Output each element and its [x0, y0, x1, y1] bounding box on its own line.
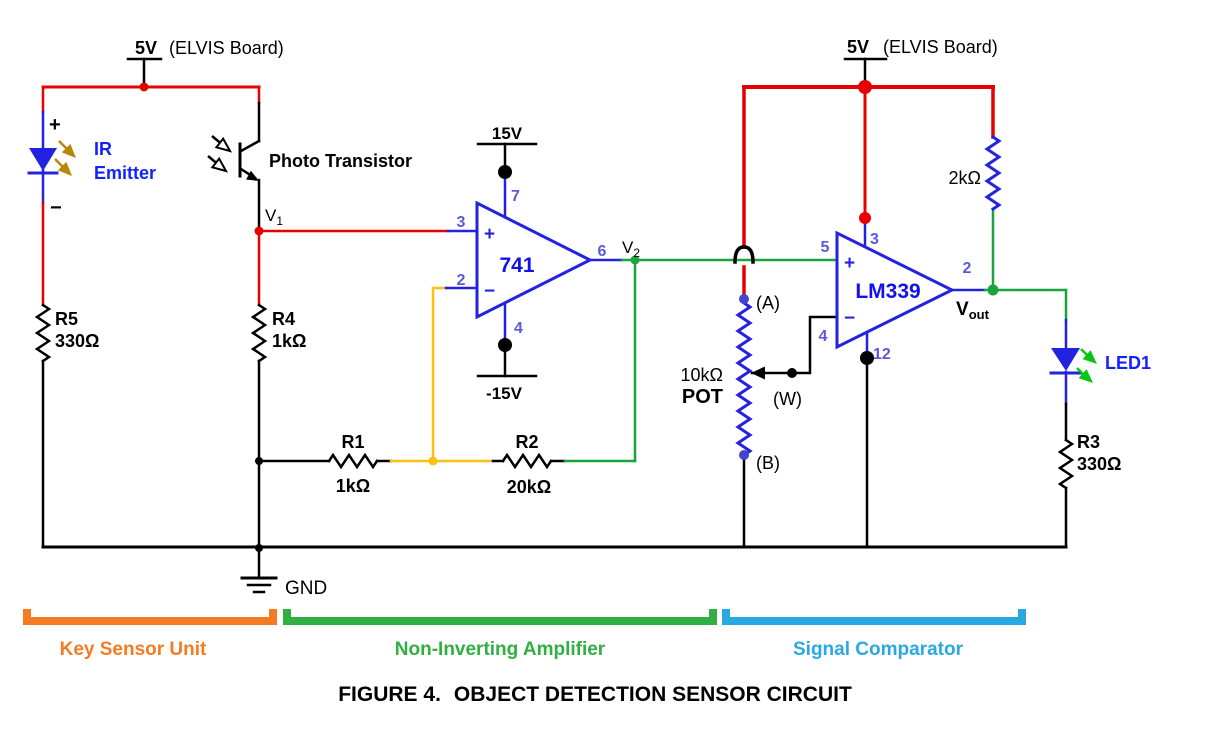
ir-emitter-diode-icon	[27, 140, 76, 176]
photo-transistor-label: Photo Transistor	[269, 151, 412, 171]
pot-terminal-b-dot	[739, 450, 749, 460]
741-pin4-label: 4	[514, 320, 523, 337]
resistor-r1-icon	[327, 452, 379, 470]
photo-incident-light-arrows-icon	[207, 135, 233, 173]
ground-symbol	[240, 546, 278, 594]
comparator-lm339-triangle-icon	[835, 230, 956, 350]
key-sensor-unit-label: Key Sensor Unit	[60, 639, 207, 660]
ir-emission-arrows-icon	[54, 140, 76, 176]
led1-label: LED1	[1105, 353, 1151, 373]
opamp-741-triangle-icon	[475, 200, 594, 320]
lm339-noninverting-input-sign: +	[844, 253, 855, 274]
left-5v-rail	[41, 57, 261, 89]
ir-anode-plus-label: +	[49, 114, 61, 136]
741-name-label: 741	[499, 254, 534, 277]
signal-comparator-label: Signal Comparator	[793, 639, 964, 660]
node-v1-label: V1	[265, 206, 283, 228]
741-inverting-input-sign: −	[484, 281, 495, 302]
junction-dots	[139, 80, 999, 552]
left-elvis-board-label: (ELVIS Board)	[169, 38, 284, 58]
vout-sub: out	[969, 307, 990, 322]
r5-name-label: R5	[55, 309, 78, 329]
resistor-r2-icon	[501, 452, 553, 470]
pot-name-label: POT	[682, 386, 723, 408]
r2k-value-label: 2kΩ	[949, 168, 981, 188]
pot-terminal-a-dot	[739, 294, 749, 304]
pos15-label: 15V	[492, 124, 523, 143]
figure-caption-prefix: FIGURE 4.	[338, 683, 441, 706]
vout-base: V	[956, 299, 969, 320]
wire-hop-crossover	[733, 245, 755, 264]
resistor-2k-icon	[984, 134, 1002, 212]
r4-value-label: 1kΩ	[272, 331, 306, 351]
key-sensor-unit-bracket	[23, 609, 277, 625]
pot-terminal-b-label: (B)	[756, 453, 780, 473]
resistor-r4-icon	[250, 303, 268, 363]
wiper-node-dot	[787, 368, 797, 378]
r3-name-label: R3	[1077, 432, 1100, 452]
ir-emitter-label-line1: IR	[94, 139, 112, 159]
photo-transistor-icon	[207, 135, 261, 181]
741-noninverting-input-sign: +	[484, 224, 495, 245]
741-pin3-label: 3	[457, 214, 466, 231]
lm339-inverting-input-sign: −	[844, 308, 855, 329]
pot-terminal-a-label: (A)	[756, 293, 780, 313]
figure-caption-title: OBJECT DETECTION SENSOR CIRCUIT	[454, 683, 852, 706]
lm339-pin12-label: 12	[873, 346, 891, 363]
r3-value-label: 330Ω	[1077, 454, 1121, 474]
lm339-pin5-label: 5	[821, 239, 830, 256]
feedback-chain-wires	[257, 258, 637, 463]
potentiometer-icon	[735, 300, 765, 458]
r2-name-label: R2	[515, 432, 538, 452]
lm339-pin2-label: 2	[963, 260, 972, 277]
pot-value-label: 10kΩ	[681, 365, 723, 385]
opamp-741-supply-wires	[476, 142, 538, 378]
led1-icon	[1049, 348, 1097, 383]
v2-sub: 2	[633, 246, 640, 260]
lm339-pin3-label: 3	[870, 231, 879, 248]
741-pin2-label: 2	[457, 272, 466, 289]
gnd-label: GND	[285, 578, 327, 599]
v1-sub: 1	[276, 214, 283, 228]
741-pin7-label: 7	[511, 188, 520, 205]
r1-name-label: R1	[341, 432, 364, 452]
lm339-name-label: LM339	[855, 280, 920, 303]
ir-cathode-minus-label: −	[50, 197, 62, 219]
non-inverting-amplifier-bracket	[283, 609, 717, 625]
r4-name-label: R4	[272, 309, 295, 329]
left-5v-label: 5V	[135, 38, 157, 58]
wiper-arrow-icon	[751, 366, 765, 380]
r2-value-label: 20kΩ	[507, 477, 551, 497]
v2-base: V	[622, 238, 634, 257]
node-v2-label: V2	[622, 238, 640, 260]
lm339-pin4-label: 4	[819, 328, 828, 345]
right-elvis-board-label: (ELVIS Board)	[883, 37, 998, 57]
signal-comparator-bracket	[722, 609, 1026, 625]
resistor-r3-icon	[1057, 438, 1075, 490]
pot-terminal-w-label: (W)	[773, 389, 802, 409]
neg15-label: -15V	[486, 384, 523, 403]
right-5v-label: 5V	[847, 37, 869, 57]
node-vout-label: Vout	[956, 299, 990, 322]
resistor-r5-icon	[34, 303, 52, 363]
wiper-to-inverting-input-wire	[750, 315, 839, 375]
ir-emitter-label-line2: Emitter	[94, 163, 156, 183]
r1-value-label: 1kΩ	[336, 476, 370, 496]
r5-value-label: 330Ω	[55, 331, 99, 351]
v1-base: V	[265, 206, 277, 225]
741-pin6-label: 6	[598, 243, 607, 260]
non-inverting-amplifier-label: Non-Inverting Amplifier	[395, 639, 606, 660]
led-emission-arrows-icon	[1076, 348, 1097, 383]
figure-caption: FIGURE 4. OBJECT DETECTION SENSOR CIRCUIT	[338, 683, 852, 706]
